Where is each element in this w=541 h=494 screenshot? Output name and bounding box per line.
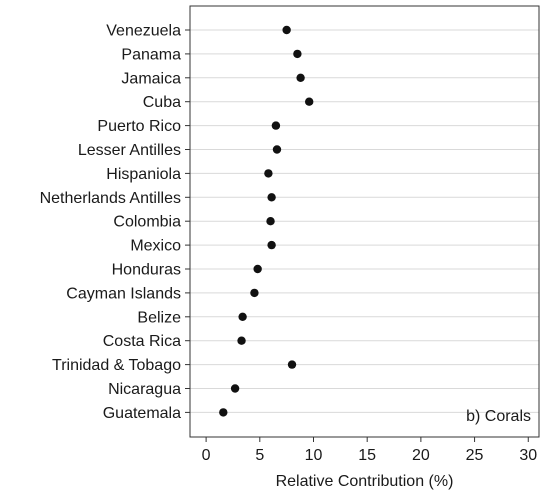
category-label-cayman-islands: Cayman Islands [66,285,181,302]
category-label-jamaica: Jamaica [121,70,181,87]
category-label-guatemala: Guatemala [103,405,181,422]
x-tick-label-0: 0 [202,447,211,464]
category-label-trinidad-tobago: Trinidad & Tobago [52,357,181,374]
data-point-cuba [304,97,314,106]
category-label-costa-rica: Costa Rica [103,333,181,350]
x-tick-label-25: 25 [466,447,484,464]
data-point-venezuela [282,25,291,35]
data-point-honduras [253,264,262,274]
x-tick-label-5: 5 [255,447,264,464]
data-point-puerto-rico [271,121,281,130]
data-point-nicaragua [230,384,240,393]
data-point-jamaica [296,73,305,83]
data-point-trinidad-tobago [287,360,297,369]
x-tick-label-10: 10 [305,447,323,464]
category-label-panama: Panama [121,46,181,63]
category-label-belize: Belize [137,309,181,326]
x-axis-title: Relative Contribution (%) [276,473,454,490]
data-point-hispaniola [264,169,273,178]
category-label-netherlands-antilles: Netherlands Antilles [40,190,181,207]
data-point-belize [238,312,247,321]
category-label-mexico: Mexico [130,238,181,255]
data-point-guatemala [219,408,228,417]
data-point-colombia [266,217,275,226]
panel-label: b) Corals [466,408,531,425]
data-point-cayman-islands [250,288,259,298]
category-label-nicaragua: Nicaragua [108,381,181,398]
category-label-venezuela: Venezuela [106,23,181,40]
data-point-costa-rica [237,336,246,345]
x-tick-label-20: 20 [412,447,430,464]
category-label-puerto-rico: Puerto Rico [97,118,181,135]
category-label-lesser-antilles: Lesser Antilles [78,142,181,159]
data-points [219,25,314,417]
category-label-hispaniola: Hispaniola [106,166,181,183]
category-label-honduras: Honduras [112,262,181,279]
x-axis: 0 5 10 15 20 25 30 [202,437,537,464]
data-point-lesser-antilles [272,145,282,154]
data-point-mexico [267,240,276,250]
data-point-netherlands-antilles [267,193,276,202]
x-tick-label-30: 30 [519,447,537,464]
x-tick-label-15: 15 [358,447,376,464]
category-label-cuba: Cuba [143,94,181,111]
data-point-panama [293,49,302,59]
category-label-colombia: Colombia [113,214,181,231]
gridlines [190,29,539,413]
